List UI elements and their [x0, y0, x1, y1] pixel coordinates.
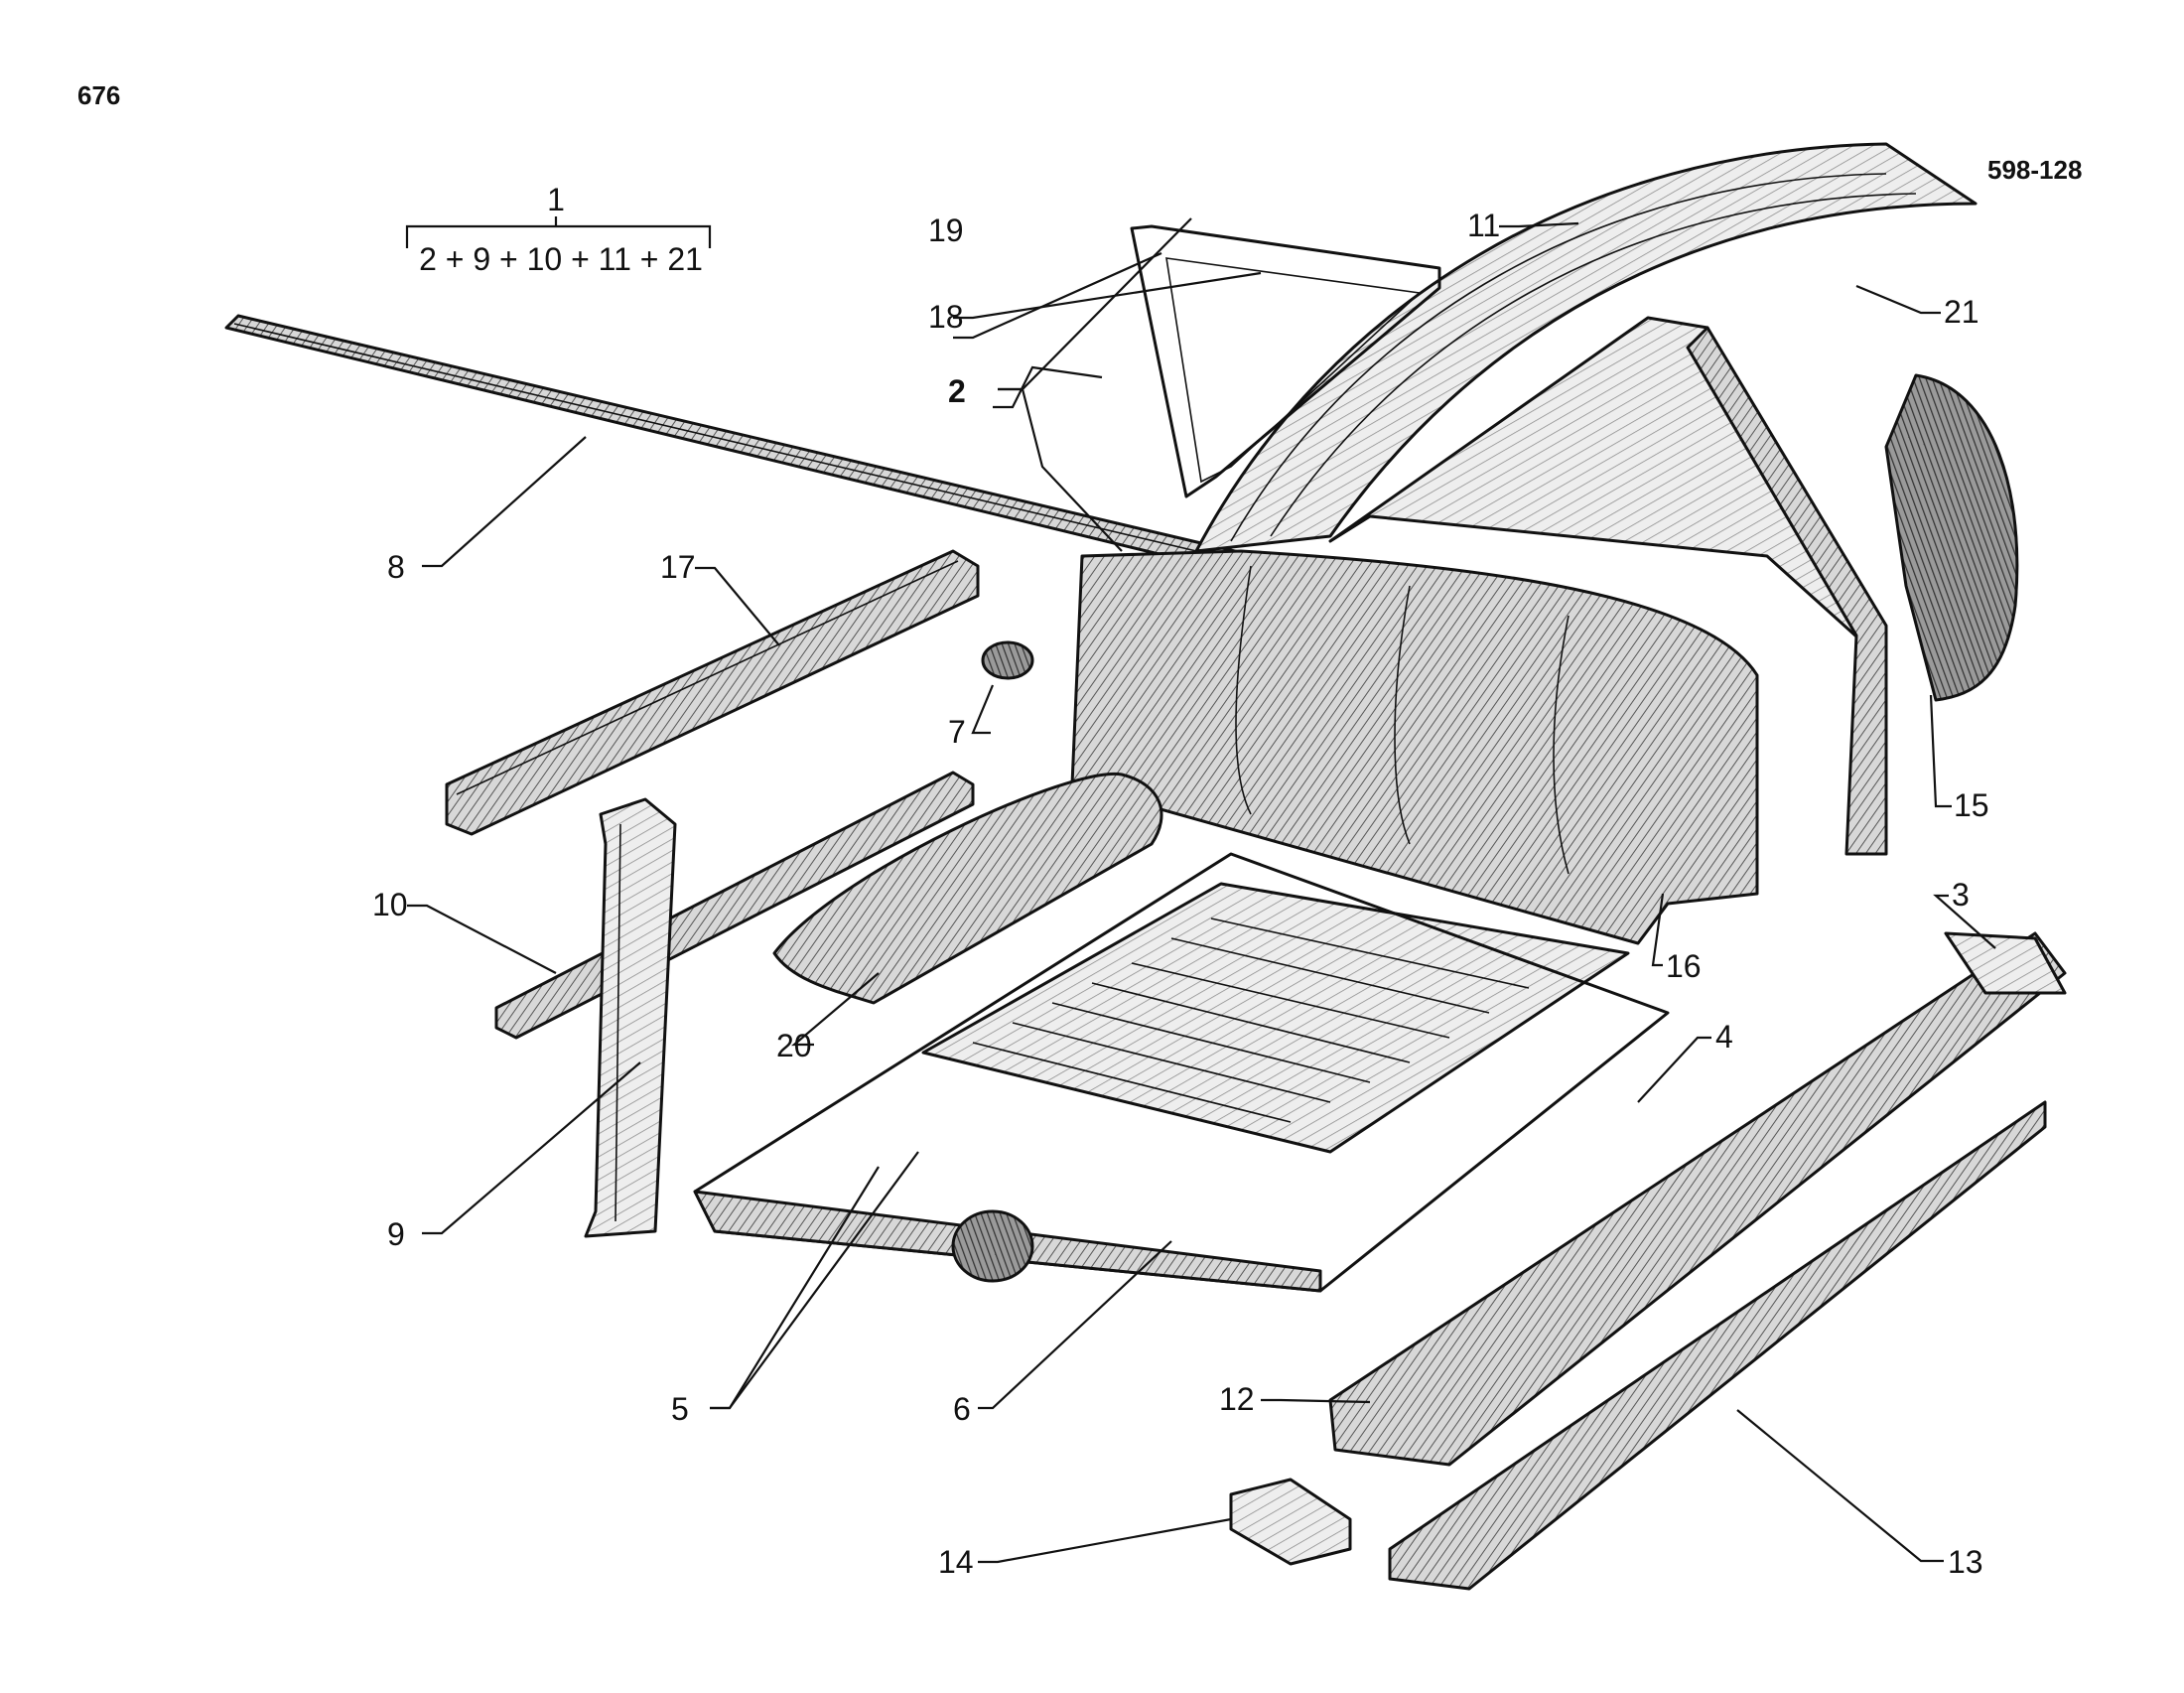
callout-19: 19 — [928, 212, 964, 248]
callout-9: 9 — [387, 1216, 405, 1252]
part-block — [1229, 1478, 1352, 1566]
callout-21: 21 — [1944, 294, 1979, 330]
part-sill-cover — [1388, 1100, 2047, 1591]
part-sill — [1328, 931, 2067, 1467]
callout-14: 14 — [938, 1544, 974, 1580]
assembly-formula: 1 2 + 9 + 10 + 11 + 21 — [405, 182, 712, 277]
part-roof-rail — [224, 314, 1258, 578]
callout-20: 20 — [776, 1028, 812, 1063]
callout-labels: 2 3 4 5 6 7 8 9 10 11 12 13 14 15 16 17 … — [372, 208, 1989, 1580]
assembly-number: 1 — [547, 182, 565, 217]
callout-18: 18 — [928, 299, 964, 335]
page-number: 676 — [77, 80, 120, 110]
callout-7: 7 — [948, 714, 966, 750]
assembly-formula-text: 2 + 9 + 10 + 11 + 21 — [419, 241, 703, 277]
part-floor-frame — [693, 852, 1670, 1293]
callout-15: 15 — [1954, 787, 1989, 823]
callout-11: 11 — [1467, 208, 1500, 243]
callout-2: 2 — [948, 373, 966, 409]
part-floor-pan — [921, 882, 1630, 1154]
part-roof-arch — [1194, 142, 1978, 553]
callout-4: 4 — [1715, 1019, 1733, 1055]
leader-lines — [407, 217, 1996, 1564]
callout-5: 5 — [671, 1391, 689, 1427]
callout-17: 17 — [660, 549, 696, 585]
callout-12: 12 — [1219, 1381, 1255, 1417]
callout-10: 10 — [372, 887, 408, 922]
callout-13: 13 — [1948, 1544, 1983, 1580]
callout-16: 16 — [1666, 948, 1702, 984]
part-tunnel-cover — [772, 772, 1163, 1005]
part-quarter-window — [1328, 316, 1888, 856]
part-window-frame — [1130, 224, 1441, 498]
part-rear-inner-panel — [1070, 549, 1759, 945]
part-wheel-arch-cover — [1884, 373, 2019, 702]
callout-3: 3 — [1952, 877, 1970, 913]
callout-8: 8 — [387, 549, 405, 585]
part-upper-side-member — [445, 549, 980, 836]
part-pillar — [584, 797, 677, 1238]
part-grommet — [981, 640, 1034, 680]
figure-reference: 598-128 — [1987, 155, 2082, 185]
callout-6: 6 — [953, 1391, 971, 1427]
